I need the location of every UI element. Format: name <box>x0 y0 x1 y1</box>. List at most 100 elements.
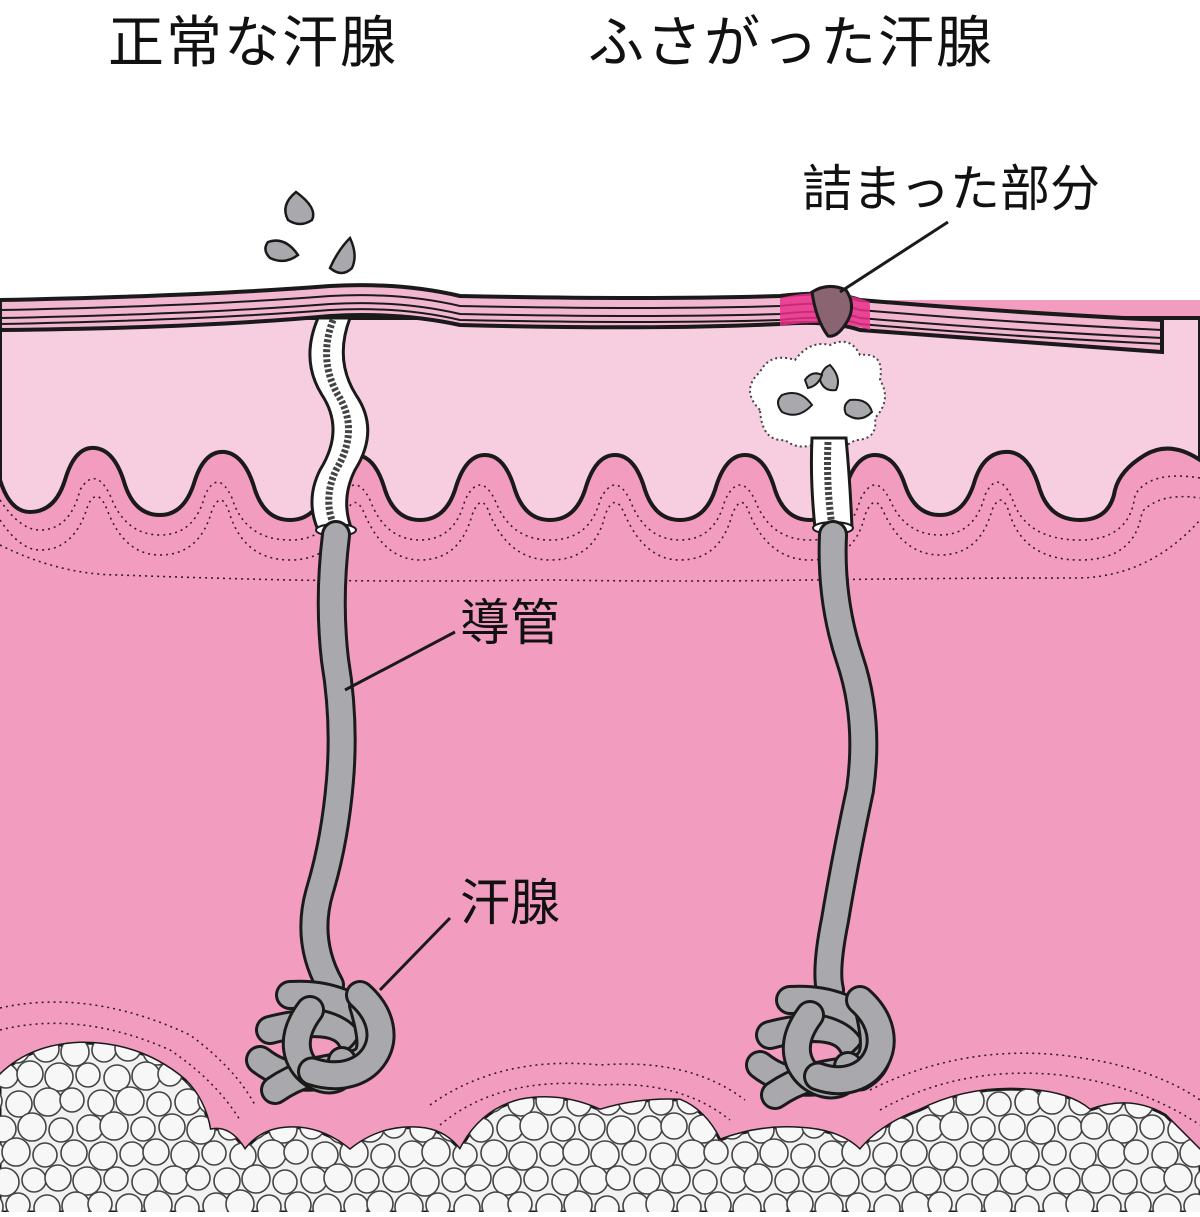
fat-cell-icon <box>622 1192 650 1212</box>
fat-cell-icon <box>398 1140 426 1168</box>
fat-cell-icon <box>818 1140 846 1168</box>
fat-cell-icon <box>0 1192 4 1212</box>
fat-cell-icon <box>605 1165 631 1191</box>
fat-cell-icon <box>998 1113 1026 1141</box>
fat-cell-icon <box>1053 1167 1081 1195</box>
fat-cell-icon <box>16 1060 44 1088</box>
fat-cell-icon <box>594 1195 620 1212</box>
fat-cell-icon <box>1010 1140 1040 1170</box>
fat-cell-icon <box>982 1138 1010 1166</box>
normal-gland-coil <box>245 979 396 1105</box>
fat-cell-icon <box>814 1192 844 1212</box>
sweat-drop-icon <box>328 235 356 275</box>
fat-cell-icon <box>311 1141 339 1169</box>
fat-cell-icon <box>606 1115 636 1145</box>
fat-cell-icon <box>1096 1194 1122 1212</box>
fat-cell-icon <box>1065 1189 1095 1212</box>
fat-cell-icon <box>645 1189 675 1212</box>
fat-cell-icon <box>59 1087 85 1113</box>
sweat-drop-icon <box>284 190 315 226</box>
fat-cell-icon <box>1041 1140 1067 1166</box>
fat-cell-icon <box>1151 1141 1179 1169</box>
fat-cell-icon <box>1123 1139 1149 1165</box>
fat-cell-icon <box>143 1190 173 1212</box>
fat-cell-icon <box>76 1114 104 1142</box>
fat-cell-icon <box>704 1191 732 1212</box>
fat-cell-icon <box>146 1091 172 1117</box>
fat-cell-icon <box>33 1087 63 1117</box>
duct-label: 導管 <box>460 594 560 652</box>
fat-cell-icon <box>1108 1114 1138 1144</box>
epidermis <box>0 316 1200 523</box>
fat-cell-icon <box>354 1168 380 1194</box>
fat-cell-icon <box>959 1141 985 1167</box>
fat-cell-icon <box>312 1193 342 1212</box>
fat-cell-icon <box>845 1192 871 1212</box>
fat-cell-icon <box>1112 1169 1138 1195</box>
fat-cell-icon <box>0 1088 3 1114</box>
gland-label: 汗腺 <box>460 874 560 932</box>
fat-cell-icon <box>539 1141 565 1167</box>
fat-cell-icon <box>637 1115 663 1141</box>
fat-cell-icon <box>72 1166 102 1196</box>
fat-cell-icon <box>185 1165 211 1191</box>
fat-cell-icon <box>300 1166 328 1194</box>
fat-cell-icon <box>284 1191 312 1212</box>
fat-cell-icon <box>496 1114 524 1142</box>
fat-cell-icon <box>366 1190 394 1212</box>
fat-cell-icon <box>213 1167 241 1195</box>
fat-cell-icon <box>579 1165 609 1195</box>
fat-cell-icon <box>130 1116 156 1142</box>
fat-cell-icon <box>633 1167 661 1195</box>
fat-cell-icon <box>551 1168 579 1196</box>
fat-cell-icon <box>202 1192 230 1212</box>
fat-cell-icon <box>21 1167 47 1193</box>
sweat-drop-icon <box>264 239 300 263</box>
leaked-sweat-drops <box>777 363 874 420</box>
fat-cell-icon <box>48 1117 74 1143</box>
fat-cell-icon <box>970 1116 996 1142</box>
fat-cell-icon <box>343 1193 369 1212</box>
fat-cell-icon <box>158 1113 186 1141</box>
fat-cell-icon <box>743 1163 773 1193</box>
fat-cell-icon <box>1042 1192 1070 1212</box>
fat-cell-icon <box>103 1166 129 1192</box>
fat-cell-icon <box>421 1137 451 1167</box>
fat-cell-icon <box>480 1139 508 1167</box>
fat-cell-icon <box>955 1193 983 1212</box>
fat-cell-icon <box>912 1166 942 1196</box>
fat-cell-icon <box>1026 1115 1056 1145</box>
fat-cell-icon <box>507 1191 533 1212</box>
fat-cell-icon <box>830 1167 860 1197</box>
fat-cell-icon <box>201 1140 227 1166</box>
fat-cell-icon <box>131 1168 159 1196</box>
fat-cell-icon <box>464 1164 492 1192</box>
blocked-gland-title: ふさがった汗腺 <box>588 11 994 76</box>
fat-cell-icon <box>75 1062 101 1088</box>
fat-cell-icon <box>131 1061 161 1091</box>
fat-cell-icon <box>720 1166 748 1194</box>
fat-cell-icon <box>283 1139 309 1165</box>
fat-cell-icon <box>927 1191 953 1212</box>
fat-cell-icon <box>60 1139 88 1167</box>
clog-plug-icon <box>810 285 853 338</box>
fat-cell-icon <box>481 1191 511 1212</box>
fat-cell-icon <box>44 1062 74 1092</box>
fat-cell-icon <box>5 1192 31 1212</box>
fat-cell-icon <box>508 1141 538 1171</box>
fat-cell-icon <box>983 1190 1013 1212</box>
fat-cell-icon <box>649 1142 677 1170</box>
fat-cell-icon <box>786 1190 814 1212</box>
normal-gland-title: 正常な汗腺 <box>108 11 398 76</box>
fat-cell-icon <box>370 1143 396 1169</box>
fat-cell-icon <box>1081 1164 1111 1194</box>
fat-cell-icon <box>323 1163 353 1193</box>
fat-cell-icon <box>590 1140 620 1170</box>
fat-cell-icon <box>410 1167 440 1197</box>
fat-cell-icon <box>1014 1195 1040 1212</box>
fat-cell-icon <box>703 1139 729 1165</box>
fat-cell-icon <box>87 1191 113 1212</box>
fat-cell-icon <box>159 1165 189 1195</box>
